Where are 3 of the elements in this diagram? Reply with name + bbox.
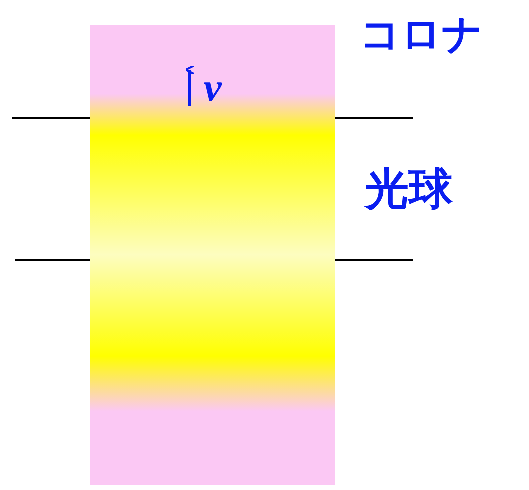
region-label: 光球 xyxy=(365,168,453,212)
region-label: コロナ xyxy=(360,15,483,55)
velocity-symbol: v xyxy=(204,68,222,108)
